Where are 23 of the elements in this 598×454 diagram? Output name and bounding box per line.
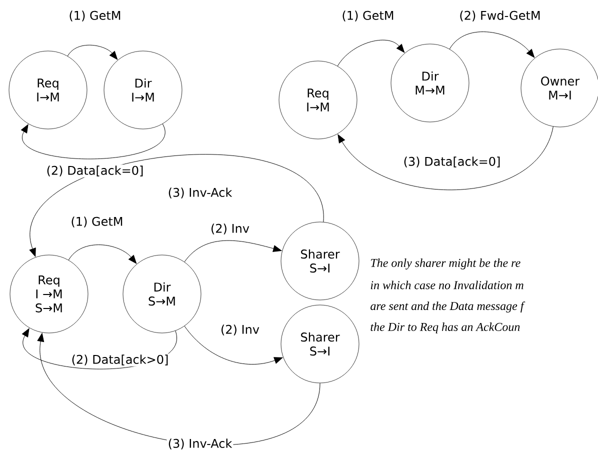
arrow [449,32,535,58]
note-text: The only sharer might be the re [370,258,520,270]
edge-label: (2) Inv [209,222,251,236]
edge-label: (3) Data[ack=0] [402,156,502,168]
arrow [67,44,118,60]
arrow [68,244,137,264]
arrow [337,40,405,66]
note-text: the Dir to Req has an AckCoun [370,322,520,334]
edge-label: (1) GetM [70,216,124,228]
arrow [21,124,166,160]
edge-label: (2) Data[ack=0] [45,164,145,178]
arrow [184,240,282,262]
edge-label: (2) Fwd-GetM [458,10,542,22]
arrow [338,126,554,190]
edge-label: (1) GetM [68,10,122,22]
note-text: in which case no Invalidation m [370,280,524,290]
note-text: are sent and the Data message f [370,301,526,312]
arrow [184,326,283,365]
edge-label: (3) Inv-Ack [166,438,234,450]
edge-label: (3) Inv-Ack [166,186,234,200]
edge-label: (2) Inv [219,324,261,336]
edge-label: (2) Data[ack>0] [70,354,170,366]
edge-label: (1) GetM [340,10,396,22]
